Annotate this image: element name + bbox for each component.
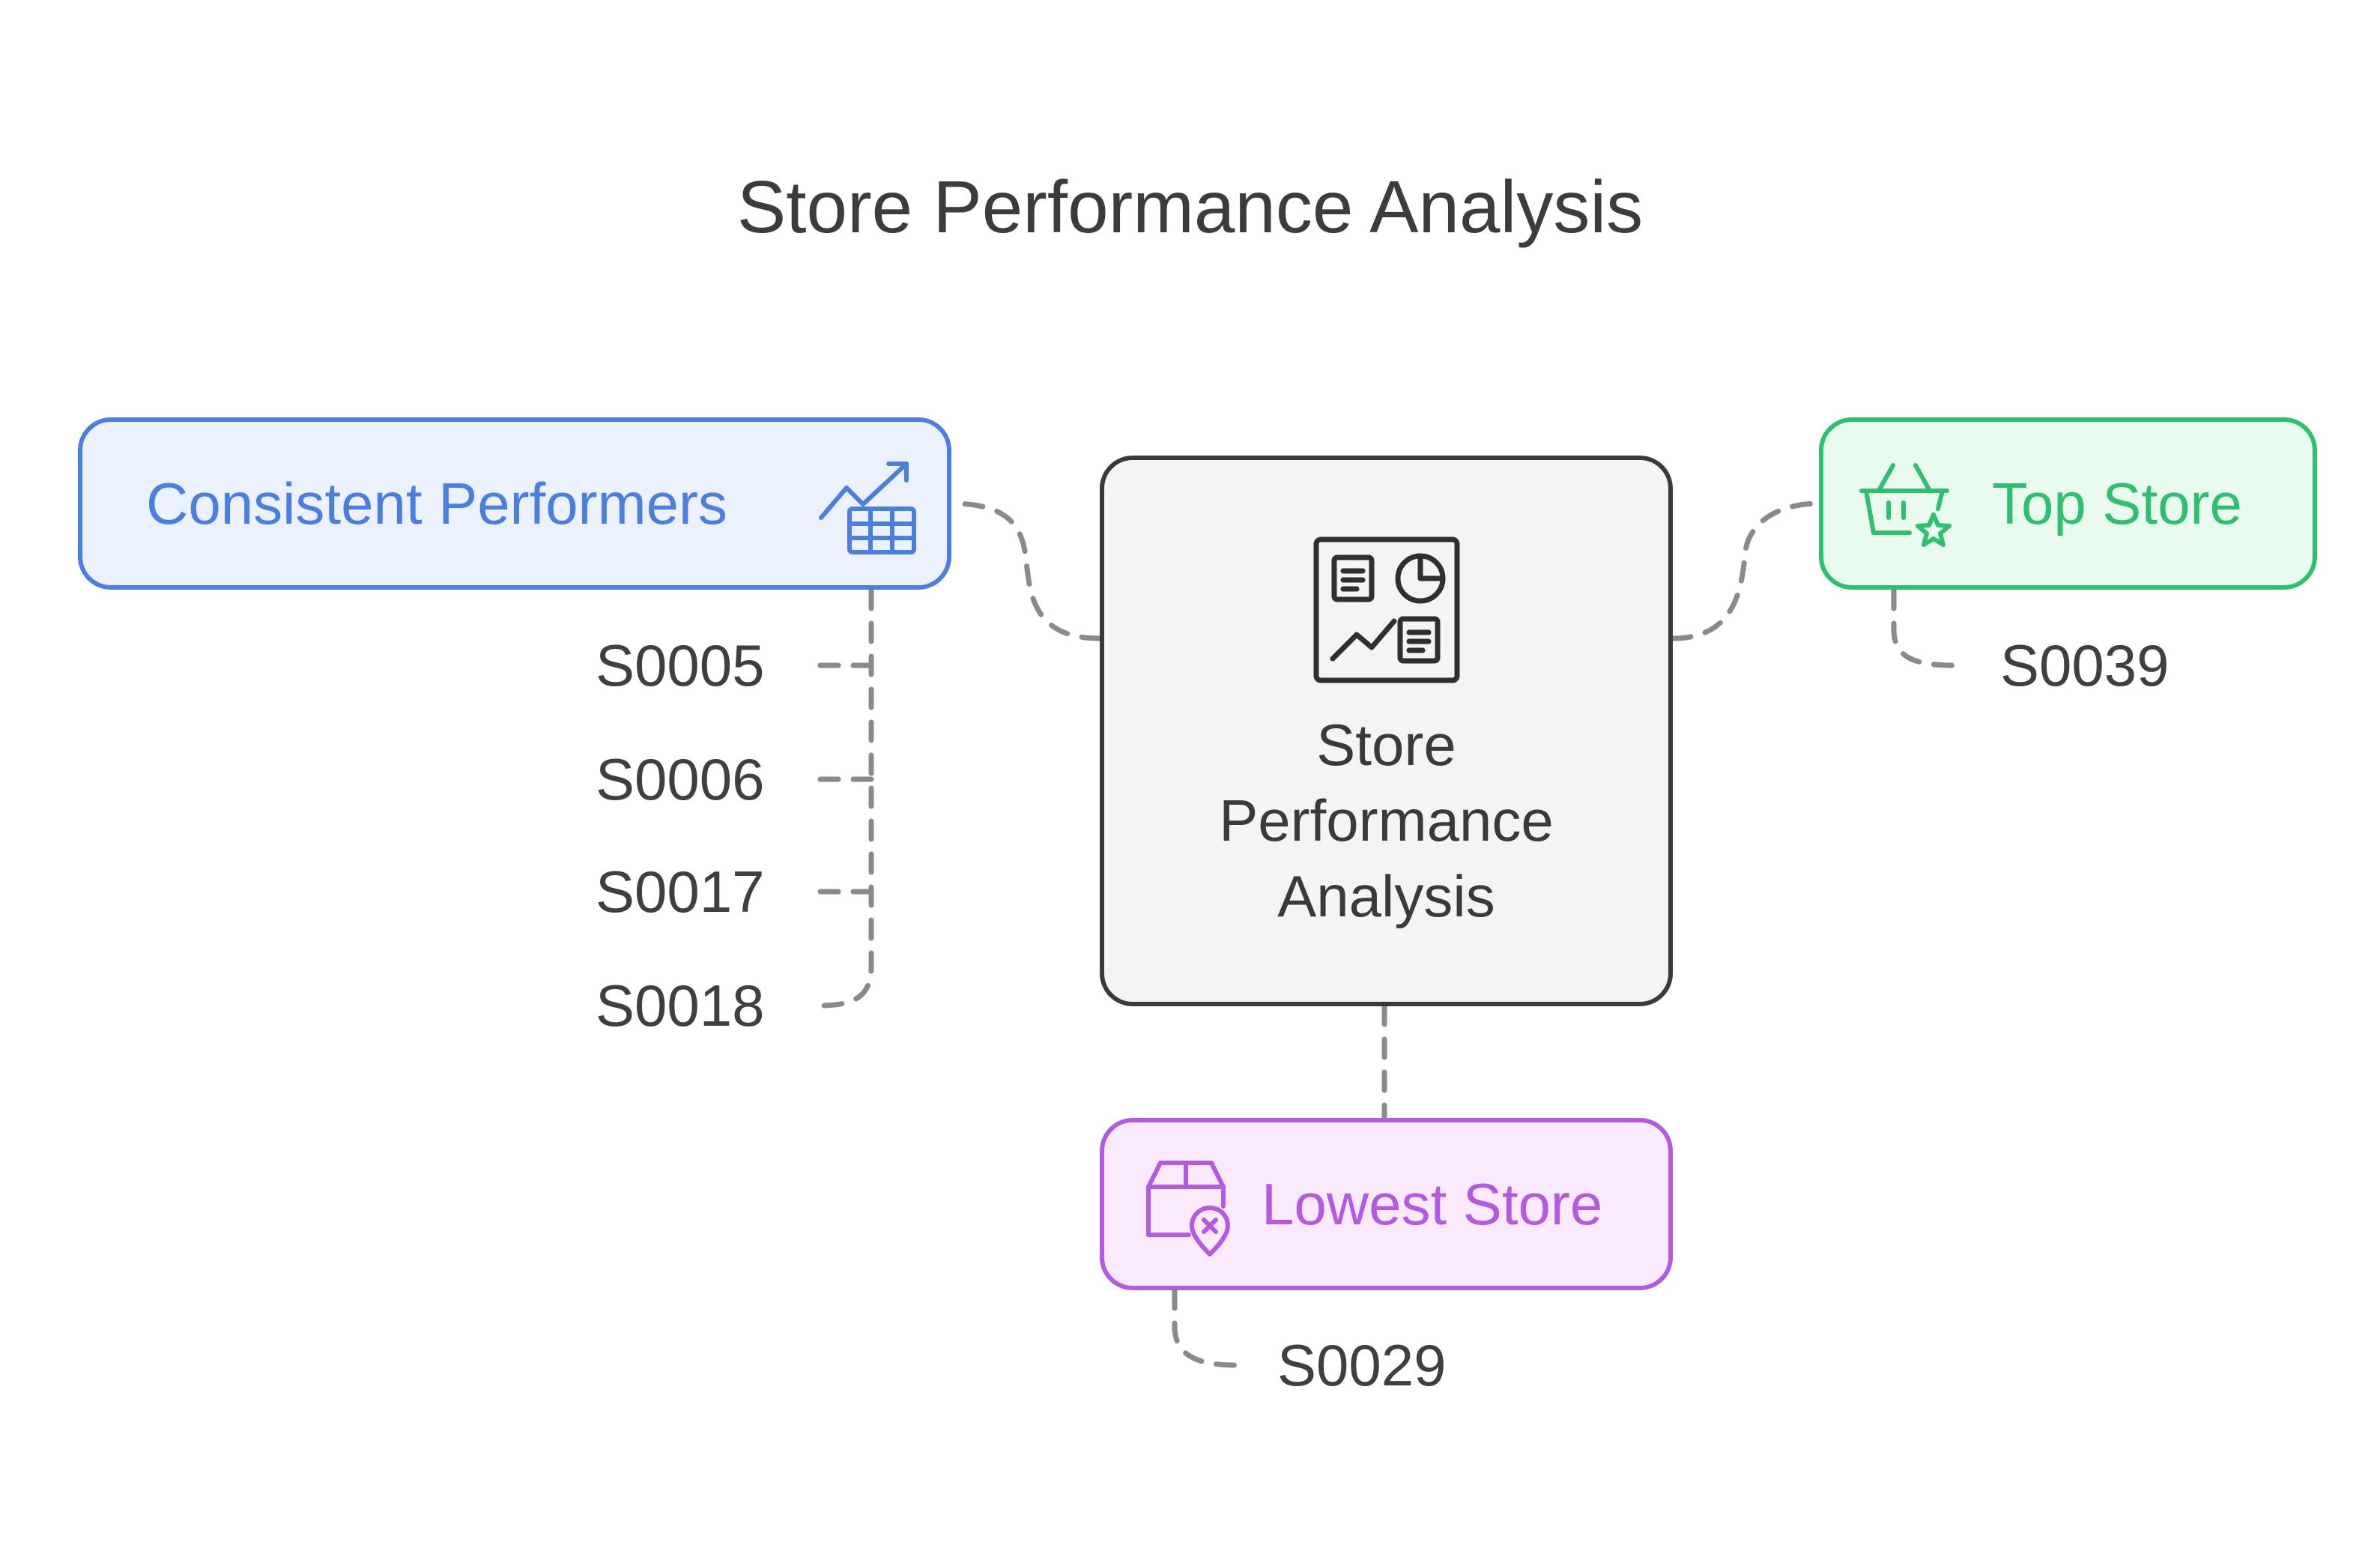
center-node-label: Store Performance Analysis	[1104, 707, 1668, 934]
leaf-s0017: S0017	[596, 859, 765, 925]
lowest-store-label: Lowest Store	[1262, 1170, 1603, 1237]
connector-leaf-s0029	[1172, 1287, 1239, 1368]
connector-leaf-s0039	[1891, 587, 1958, 668]
consistent-performers-label: Consistent Performers	[146, 470, 727, 536]
leaf-s0029: S0029	[1277, 1332, 1447, 1398]
growth-chart-icon	[819, 462, 916, 554]
connector-center-consistent	[948, 501, 1103, 641]
leaf-s0006: S0006	[596, 746, 765, 812]
center-node: Store Performance Analysis	[1100, 456, 1673, 1006]
leaf-s0005: S0005	[596, 632, 765, 698]
store-cancel-icon	[1146, 1161, 1230, 1257]
leaf-s0039: S0039	[2000, 632, 2169, 698]
top-store-label: Top Store	[1992, 470, 2242, 536]
connector-consistent-spine	[817, 587, 874, 1009]
shopping-basket-star-icon	[1859, 463, 1951, 547]
top-store-node: Top Store	[1819, 417, 2317, 590]
center-label-line-2: Performance	[1219, 787, 1554, 853]
lowest-store-node: Lowest Store	[1100, 1118, 1673, 1290]
center-label-line-1: Store	[1316, 712, 1456, 778]
connector-center-top	[1670, 501, 1822, 641]
consistent-performers-node: Consistent Performers	[78, 417, 951, 590]
center-label-line-3: Analysis	[1277, 863, 1495, 929]
leaf-s0018: S0018	[596, 973, 765, 1038]
diagram-title: Store Performance Analysis	[736, 166, 1644, 248]
report-dashboard-icon	[1313, 536, 1460, 683]
